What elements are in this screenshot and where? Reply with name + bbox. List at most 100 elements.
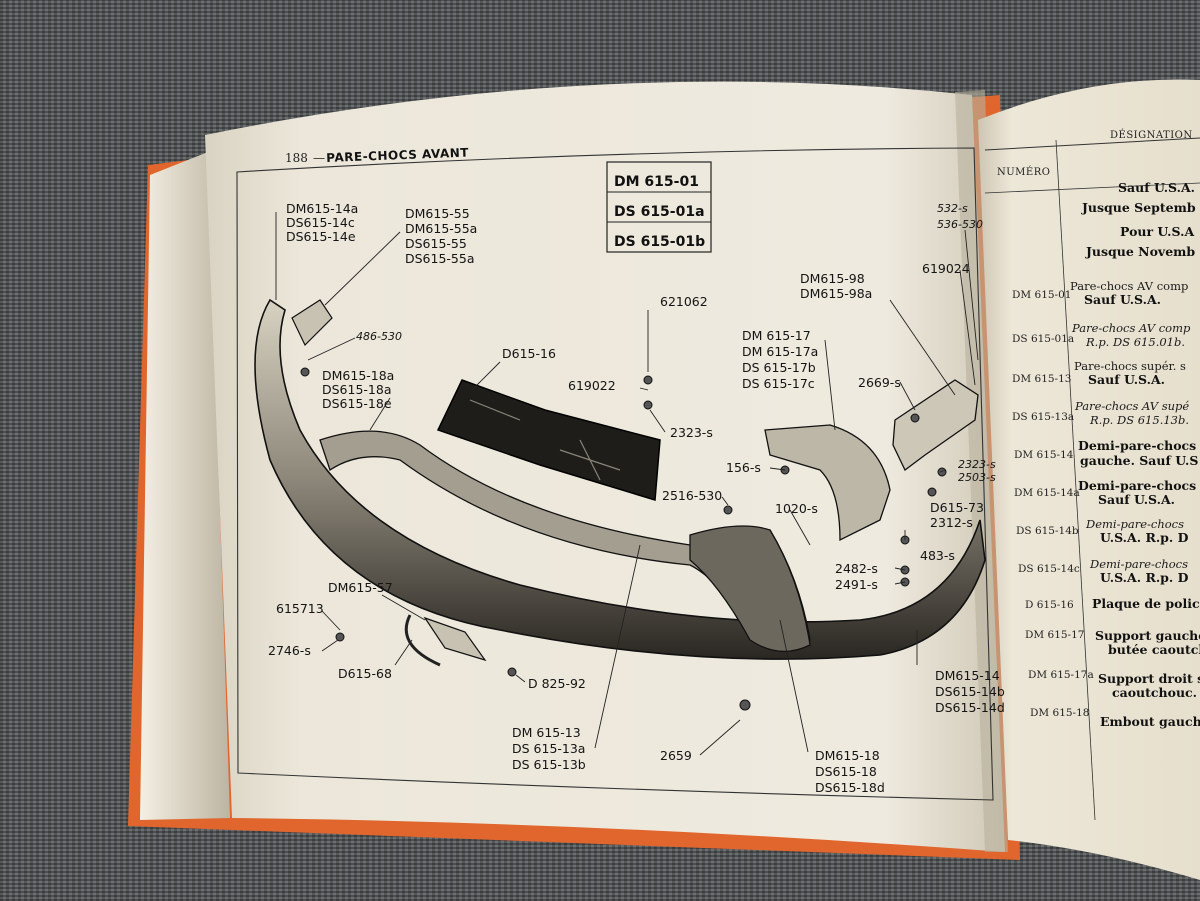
table-row-desc: Pare-chocs AV supé — [1074, 399, 1189, 413]
callout: 2323-s — [670, 425, 713, 440]
callout: 619024 — [922, 261, 970, 276]
callout: DS615-55a — [405, 251, 475, 266]
table-row-desc: Sauf U.S.A. — [1088, 372, 1165, 387]
table-row-num: DM 615-17a — [1028, 669, 1094, 681]
callout: 2659 — [660, 748, 692, 763]
table-row-num: DS 615-14b — [1016, 525, 1079, 537]
table-row-desc: Demi-pare-chocs — [1078, 438, 1196, 453]
table-row-desc: butée caoutch — [1108, 642, 1200, 657]
callout: DM615-18 — [815, 748, 880, 763]
table-row-desc: Embout gauche. — [1100, 714, 1200, 729]
leader-lines — [275, 212, 979, 756]
diagram-frame — [236, 147, 994, 801]
callout: DS615-14d — [935, 700, 1005, 715]
callout: DM615-55a — [405, 221, 477, 236]
callout: DS615-18 — [815, 764, 877, 779]
callout: 619022 — [568, 378, 616, 393]
callout: DS615-18e — [322, 396, 392, 411]
callout: D615-68 — [338, 666, 392, 681]
table-row-desc: Plaque de police. — [1092, 596, 1200, 611]
callout: 2503-s — [958, 471, 996, 484]
table-row-desc: Pare-chocs AV comp — [1070, 279, 1188, 293]
callout: 486-530 — [356, 330, 402, 343]
table-row-desc: Support droit san — [1098, 671, 1200, 686]
page-edges — [140, 152, 230, 820]
parts-table: DM 615-01 Pare-chocs AV comp Sauf U.S.A.… — [1012, 279, 1200, 729]
gutter-shadow — [955, 90, 1008, 852]
table-row-num: DS 615-14c — [1018, 563, 1080, 575]
callout: DM 615-17 — [742, 328, 811, 343]
table-row-desc: Demi-pare-chocs inf — [1078, 478, 1200, 493]
col-designation: DÉSIGNATION — [1110, 129, 1193, 141]
callout: DM615-55 — [405, 206, 470, 221]
intro-line: Pour U.S.A — [1120, 224, 1194, 239]
reference-box: DM 615-01 DS 615-01a DS 615-01b — [606, 161, 712, 253]
table-row-desc: Sauf U.S.A. — [1098, 492, 1175, 507]
table-row-desc: gauche. Sauf U.S — [1080, 453, 1198, 468]
table-row-num: DM 615-14a — [1014, 487, 1080, 499]
callout: DM615-98a — [800, 286, 872, 301]
header-dash: — — [313, 151, 325, 165]
table-row-desc: Demi-pare-chocs — [1089, 557, 1188, 571]
callout: DS 615-13a — [512, 741, 585, 756]
callout-labels: DM615-14a DS615-14c DS615-14e DM615-55 D… — [268, 201, 1005, 795]
table-row-desc: R.p. DS 615.01b. — [1085, 335, 1185, 349]
callout: 2323-s — [958, 458, 996, 471]
callout: DS615-55 — [405, 236, 467, 251]
table-row-num: DS 615-01a — [1012, 333, 1074, 345]
callout: 615713 — [276, 601, 324, 616]
right-page-content: NUMÉRO DÉSIGNATION Sauf U.S.A. Jusque Se… — [984, 129, 1200, 821]
table-row-num: DM 615-01 — [1012, 289, 1071, 301]
ref-box-1: DM 615-01 — [614, 174, 699, 190]
callout: D 825-92 — [528, 676, 586, 691]
table-row-desc: Pare-chocs AV comp — [1071, 321, 1191, 335]
table-row-desc: U.S.A. R.p. D — [1100, 570, 1189, 585]
table-row-desc: R.p. DS 615.13b. — [1089, 413, 1189, 427]
table-row-num: DM 615-13 — [1012, 373, 1071, 385]
callout: DS615-18a — [322, 382, 392, 397]
callout: 483-s — [920, 548, 955, 563]
callout: 2312-s — [930, 515, 973, 530]
callout: DM 615-17a — [742, 344, 818, 359]
callout: DS615-14e — [286, 229, 356, 244]
callout: 1020-s — [775, 501, 818, 516]
callout: DM615-98 — [800, 271, 865, 286]
callout: 2746-s — [268, 643, 311, 658]
callout: DS615-18d — [815, 780, 885, 795]
support-bracket — [764, 424, 891, 542]
callout: 2669-s — [858, 375, 901, 390]
page-heading: PARE-CHOCS AVANT — [326, 146, 470, 165]
table-row-num: DM 615-18 — [1030, 707, 1089, 719]
table-row-desc: U.S.A. R.p. D — [1100, 530, 1189, 545]
bumper-upper-bar — [319, 430, 811, 641]
col-numero: NUMÉRO — [997, 166, 1050, 178]
callout: 2516-530 — [662, 488, 722, 503]
callout: 2482-s — [835, 561, 878, 576]
callout: D615-16 — [502, 346, 556, 361]
right-page — [978, 79, 1200, 880]
table-row-num: DM 615-14 — [1014, 449, 1074, 461]
mount-bracket — [892, 379, 979, 471]
callout: DM615-14a — [286, 201, 358, 216]
callout: DS 615-17b — [742, 360, 816, 375]
callout: DS 615-17c — [742, 376, 815, 391]
small-bracket — [291, 299, 333, 347]
callout: D615-73 — [930, 500, 984, 515]
callout: 621062 — [660, 294, 708, 309]
page-number: 188 — [285, 151, 308, 165]
callout: DM615-57 — [328, 580, 393, 595]
front-plate — [423, 616, 487, 662]
intro-line: Jusque Novemb — [1085, 244, 1195, 259]
callout: DS615-14c — [286, 215, 355, 230]
ref-box-3: DS 615-01b — [614, 234, 705, 250]
table-row-num: D 615-16 — [1025, 599, 1074, 611]
table-row-desc: Demi-pare-chocs — [1085, 517, 1184, 531]
callout: 2491-s — [835, 577, 878, 592]
ref-box-2: DS 615-01a — [614, 204, 705, 220]
table-row-num: DS 615-13a — [1012, 411, 1074, 423]
table-row-desc: Sauf U.S.A. — [1084, 292, 1161, 307]
table-row-num: DM 615-17 — [1025, 629, 1084, 641]
bumper-bar — [254, 298, 986, 660]
book — [128, 79, 1200, 880]
